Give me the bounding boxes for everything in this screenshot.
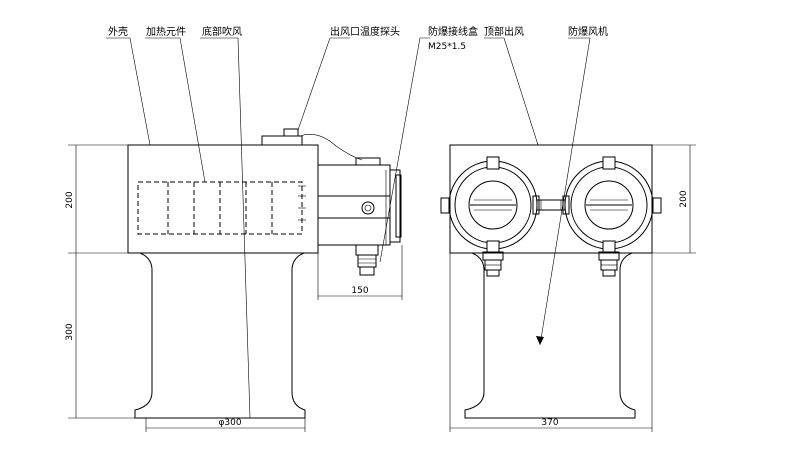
front-dimensions: 200 300 φ300 150	[65, 144, 403, 432]
label-explosion-proof-box: 防爆接线盒	[428, 25, 478, 38]
outer-shell-box	[127, 144, 319, 254]
label-explosion-proof-fan: 防爆风机	[568, 25, 608, 38]
side-view	[440, 144, 662, 419]
front-view	[127, 128, 402, 419]
side-pedestal	[464, 252, 636, 419]
label-top-air-outlet: 顶部出风	[484, 25, 524, 38]
side-dimensions: 200 370	[449, 144, 696, 432]
label-heating-element: 加热元件	[146, 25, 186, 38]
heating-element-blocks	[137, 181, 306, 235]
dim-side-width: 370	[541, 418, 558, 428]
dim-front-bottom-height: 300	[65, 323, 75, 340]
temperature-probe	[261, 128, 363, 161]
dim-front-top-height: 200	[65, 191, 75, 208]
fan-right	[564, 156, 662, 277]
leader-lines	[106, 37, 591, 419]
junction-box	[317, 157, 402, 276]
dim-side-height: 200	[679, 190, 689, 207]
label-bottom-air-intake: 底部吹风	[202, 25, 242, 38]
label-thread-spec: M25*1.5	[428, 42, 466, 52]
label-outer-shell: 外壳	[108, 25, 128, 38]
pedestal	[134, 252, 306, 419]
side-housing-box	[449, 144, 653, 254]
label-outlet-temp-probe: 出风口温度探头	[330, 25, 400, 38]
dim-box-depth: 150	[351, 286, 368, 296]
fan-left	[440, 156, 538, 277]
dim-base-diameter: φ300	[218, 418, 241, 428]
labels: 外壳 加热元件 底部吹风 出风口温度探头 防爆接线盒 M25*1.5 顶部出风 …	[108, 25, 608, 52]
